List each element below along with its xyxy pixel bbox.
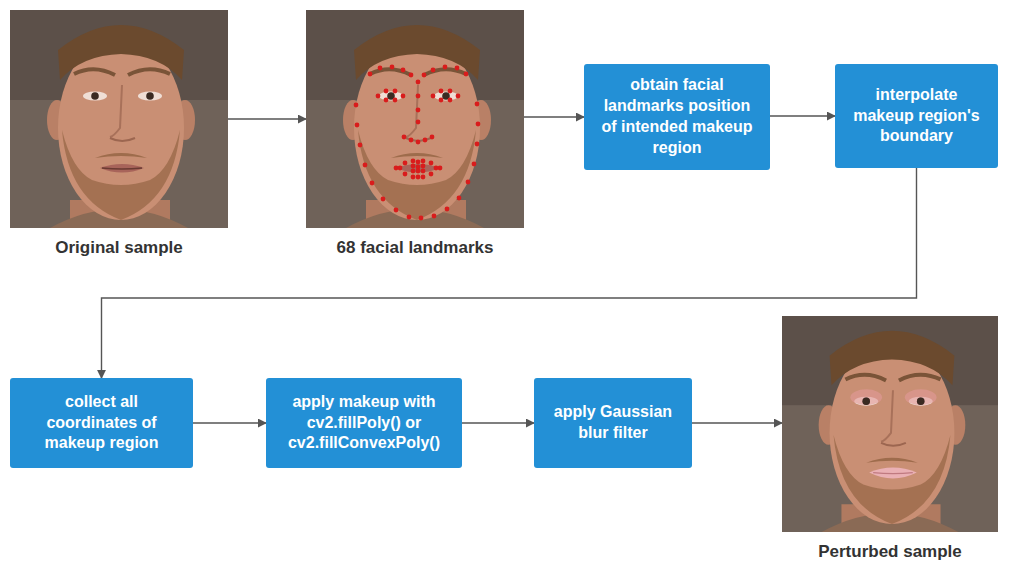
image-caption: 68 facial landmarks	[286, 238, 544, 258]
process-box: obtain facial landmarks position of inte…	[584, 64, 770, 170]
flow-arrow	[770, 115, 835, 116]
box-label: collect all coordinates of makeup region	[20, 392, 183, 454]
text-group: interpolate makeup region's boundary	[845, 85, 988, 147]
process-box: interpolate makeup region's boundary	[835, 64, 998, 168]
image-caption: Original sample	[0, 238, 248, 258]
box-label: apply Gaussian blur filter	[544, 402, 682, 444]
flow-arrow	[193, 422, 266, 423]
image-caption: Perturbed sample	[762, 542, 1016, 562]
flow-arrow	[228, 118, 306, 119]
image-panel: Original sample	[10, 10, 228, 228]
text-group: collect all coordinates of makeup region	[20, 392, 183, 454]
box-label: interpolate makeup region's boundary	[845, 85, 988, 147]
process-box: collect all coordinates of makeup region	[10, 378, 193, 468]
image-panel: Perturbed sample	[782, 316, 998, 532]
image-panel: 68 facial landmarks	[306, 10, 524, 228]
text-group: apply Gaussian blur filter	[544, 402, 682, 444]
process-box: apply makeup with cv2.fillPoly() or cv2.…	[266, 378, 462, 468]
flow-arrow	[524, 116, 584, 117]
text-group: apply makeup with cv2.fillPoly() or cv2.…	[276, 392, 452, 454]
landmark-face-photo	[306, 10, 524, 228]
process-box: apply Gaussian blur filter	[534, 378, 692, 468]
perturbed-face-photo	[782, 316, 998, 532]
flow-arrow	[692, 422, 782, 423]
flow-arrow	[462, 422, 534, 423]
box-label: obtain facial landmarks position of inte…	[594, 75, 760, 158]
box-label: apply makeup with cv2.fillPoly() or cv2.…	[276, 392, 452, 454]
original-face-photo	[10, 10, 228, 228]
text-group: obtain facial landmarks position of inte…	[594, 75, 760, 158]
